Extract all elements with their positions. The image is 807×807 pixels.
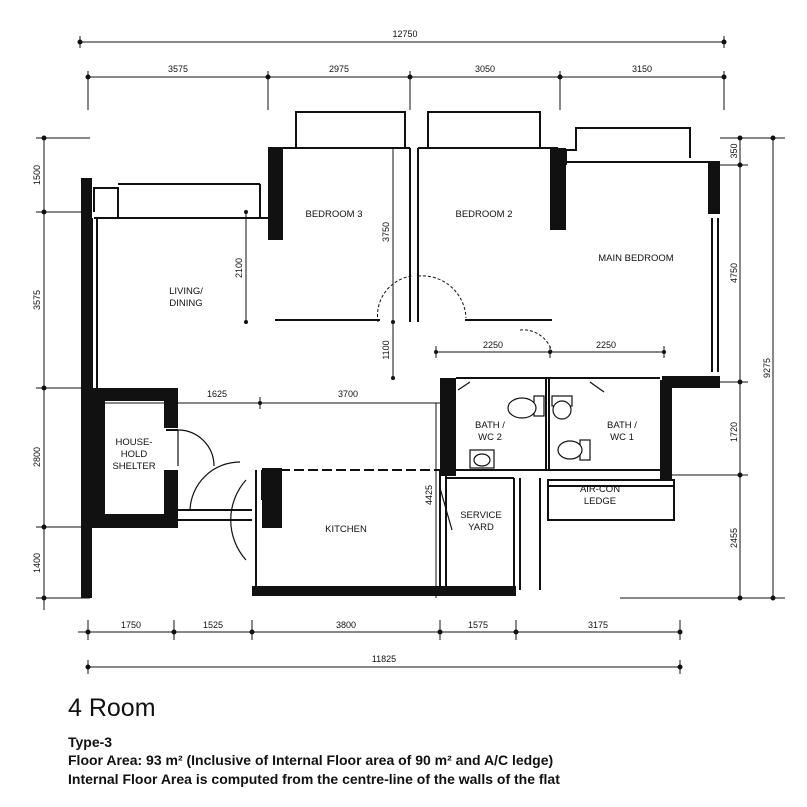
room-label-bath1-2: WC 1: [610, 432, 634, 443]
dim-bath-right: 2250: [596, 340, 616, 350]
room-label-living-2: DINING: [169, 298, 202, 309]
door-swings: [377, 275, 553, 353]
room-label-shelter-3: SHELTER: [112, 461, 155, 472]
room-label-bedroom2: BEDROOM 2: [455, 209, 512, 220]
floor-area-text: Floor Area: 93 m² (Inclusive of Internal…: [68, 752, 554, 768]
dim-bedroom3-height: 2100: [234, 258, 244, 278]
plan-title: 4 Room: [68, 694, 156, 722]
dim-right-3: 1720: [729, 422, 739, 442]
room-label-service-yard-1: SERVICE: [460, 510, 502, 521]
dim-top-2: 2975: [329, 64, 349, 74]
dim-right-1: 350: [729, 143, 739, 158]
room-label-bedroom3: BEDROOM 3: [305, 209, 362, 220]
dim-corridor-width: 3700: [338, 389, 358, 399]
dim-shelter-width: 1625: [207, 389, 227, 399]
thin-walls: [91, 111, 720, 590]
dim-top-1: 3575: [168, 64, 188, 74]
room-label-shelter-1: HOUSE-: [116, 437, 153, 448]
dim-bottom-total: 11825: [372, 654, 396, 664]
room-label-shelter-2: HOLD: [121, 449, 148, 460]
dim-kitchen-height: 4425: [424, 485, 434, 505]
dim-corridor-height: 1100: [381, 340, 391, 359]
room-label-living-1: LIVING/: [169, 286, 203, 297]
dim-bottom-5: 3175: [588, 620, 608, 630]
dim-right-2: 4750: [729, 263, 739, 283]
room-label-aircon-1: AIR-CON: [580, 484, 620, 495]
dim-top-3: 3050: [475, 64, 495, 74]
dim-bedroom2-height: 3750: [381, 222, 391, 242]
dim-bottom-4: 1575: [468, 620, 488, 630]
thick-walls: [81, 148, 720, 598]
dim-left-1: 1500: [32, 165, 42, 185]
plan-type: Type-3: [68, 734, 113, 750]
dim-right-4: 2455: [729, 528, 739, 548]
dimension-labels: 12750 3575 2975 3050 3150 1750 1525 3800…: [32, 29, 772, 664]
dimension-ticks: [41, 39, 776, 670]
room-labels: BEDROOM 3 BEDROOM 2 MAIN BEDROOM LIVING/…: [112, 209, 673, 535]
dim-top-total: 12750: [392, 29, 417, 39]
room-label-bath1-1: BATH /: [607, 420, 637, 431]
dim-top-4: 3150: [632, 64, 652, 74]
room-label-main-bedroom: MAIN BEDROOM: [598, 253, 674, 264]
room-label-service-yard-2: YARD: [468, 522, 494, 533]
dim-left-2: 3575: [32, 290, 42, 310]
room-label-aircon-2: LEDGE: [584, 496, 616, 507]
dimension-lines: [36, 36, 785, 674]
dim-bath-left: 2250: [483, 340, 503, 350]
door-leaves: [177, 276, 605, 561]
room-label-bath2-1: BATH /: [475, 420, 505, 431]
dim-left-3: 2800: [32, 447, 42, 467]
dim-bottom-2: 1525: [203, 620, 223, 630]
floor-area-note: Internal Floor Area is computed from the…: [68, 771, 560, 787]
dim-right-total: 9275: [762, 358, 772, 378]
bathroom-fixtures: [469, 395, 591, 469]
dim-left-4: 1400: [32, 553, 42, 573]
room-label-kitchen: KITCHEN: [325, 524, 367, 535]
floor-plan: 12750 3575 2975 3050 3150 1750 1525 3800…: [32, 29, 785, 674]
dim-bottom-1: 1750: [121, 620, 141, 630]
dim-bottom-3: 3800: [336, 620, 356, 630]
room-label-bath2-2: WC 2: [478, 432, 502, 443]
